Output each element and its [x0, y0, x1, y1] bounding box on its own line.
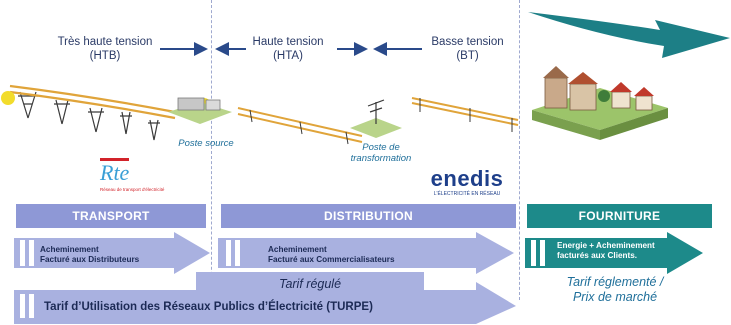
transport-arrow-bars — [20, 240, 38, 271]
tarif-reglemente-label: Tarif réglementé / Prix de marché — [540, 275, 690, 305]
swoosh-arrow-icon — [528, 12, 730, 58]
poste-source-label: Poste source — [178, 138, 234, 149]
htb-label: Très haute tension (HTB) — [40, 35, 170, 63]
enedis-logo-text: enedis — [430, 166, 504, 191]
distribution-arrow-line2: Facturé aux Commercialisateurs — [268, 255, 395, 264]
fourniture-arrow-line2: facturés aux Clients. — [557, 251, 638, 260]
htb-wires — [9, 84, 176, 120]
tarif-regule-label: Tarif régulé — [278, 277, 342, 291]
distribution-arrow-line1: Acheminement — [268, 245, 327, 254]
turpe-arrow — [14, 272, 516, 324]
bt-label-line2: (BT) — [456, 50, 479, 62]
fourniture-arrow-bars — [531, 240, 549, 271]
fourniture-arrow-text: Energie + Acheminement facturés aux Clie… — [557, 241, 672, 261]
enedis-logo-subtitle: L'ÉLECTRICITÉ EN RÉSEAU — [433, 191, 501, 197]
distribution-arrow — [218, 232, 514, 274]
fourniture-arrow — [525, 232, 703, 274]
poste-transformation-label: Poste de transformation — [336, 142, 426, 164]
enedis-logo: enedis L'ÉLECTRICITÉ EN RÉSEAU — [417, 166, 517, 198]
bt-label-line1: Basse tension — [431, 36, 504, 48]
poste-transformation-icon — [350, 99, 402, 138]
transport-arrow-text: Acheminement Facturé aux Distributeurs — [40, 245, 139, 265]
bt-poles-icon — [419, 98, 513, 132]
network-illustration — [1, 12, 730, 145]
htb-label-line2: (HTB) — [89, 50, 121, 62]
rte-logo-subtitle: Réseau de transport d'électricité — [100, 187, 165, 192]
band-distribution: DISTRIBUTION — [221, 204, 516, 228]
distribution-arrow-text: Acheminement Facturé aux Commercialisate… — [268, 245, 395, 265]
htb-label-line1: Très haute tension — [57, 36, 153, 48]
divider-transport-distribution — [211, 0, 212, 300]
distribution-arrow-bars — [226, 240, 244, 271]
sun-icon — [1, 91, 15, 105]
poste-transformation-line2: transformation — [350, 153, 412, 164]
village-icon — [532, 66, 668, 140]
divider-distribution-fourniture — [519, 0, 520, 300]
turpe-label: Tarif d’Utilisation des Réseaux Publics … — [44, 301, 373, 313]
rte-logo-text: Rte — [100, 158, 130, 185]
htb-pylons-icon — [18, 91, 160, 141]
fourniture-arrow-line1: Energie + Acheminement — [557, 241, 655, 250]
turpe-arrow-bars — [20, 294, 38, 323]
poste-transformation-line1: Poste de — [362, 142, 400, 153]
poste-source-icon — [168, 97, 232, 124]
transport-arrow-line2: Facturé aux Distributeurs — [40, 255, 140, 264]
band-transport: TRANSPORT — [16, 204, 206, 228]
bt-wires — [411, 97, 519, 126]
hta-pylons-icon — [249, 109, 349, 145]
hta-label-line1: Haute tension — [252, 36, 324, 48]
band-fourniture: FOURNITURE — [527, 204, 712, 228]
tarif-reglemente-line2: Prix de marché — [572, 290, 658, 304]
tarif-reglemente-line1: Tarif réglementé / — [566, 275, 664, 289]
rte-logo: Rte Réseau de transport d'électricité — [100, 158, 200, 192]
hta-label: Haute tension (HTA) — [238, 35, 338, 63]
hta-label-line2: (HTA) — [273, 50, 303, 62]
transport-arrow-line1: Acheminement — [40, 245, 99, 254]
transport-arrow — [14, 232, 210, 274]
bt-label: Basse tension (BT) — [420, 35, 515, 63]
